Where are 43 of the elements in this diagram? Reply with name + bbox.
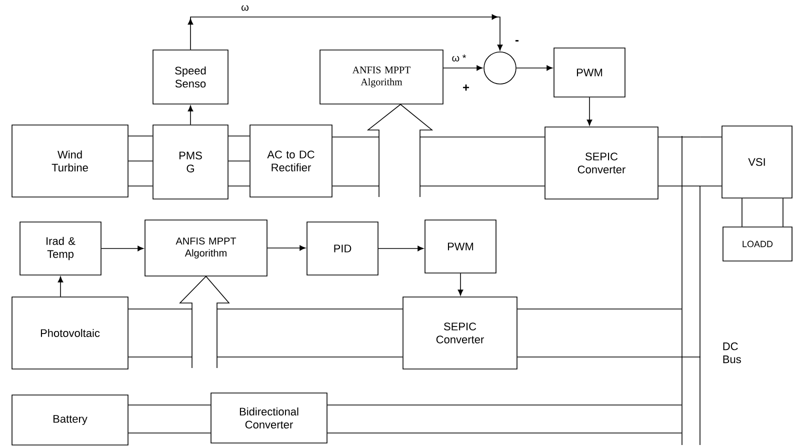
summing-junction — [484, 52, 516, 84]
block-arrow — [366, 104, 434, 198]
sign-label: - — [515, 40, 519, 42]
connection-lines — [128, 136, 154, 186]
block-box: AC to DC Rectifier — [250, 124, 332, 198]
block-box: Wind Turbine — [12, 124, 128, 198]
block-box: SEPIC Converter — [402, 296, 518, 370]
connection-lines — [128, 404, 212, 434]
block-box: Photovoltaic — [12, 296, 128, 370]
arrow — [443, 65, 483, 71]
block-box: PWM — [424, 220, 496, 274]
arrow — [516, 65, 553, 71]
block-box: Battery — [12, 394, 128, 446]
arrow — [101, 246, 144, 252]
edge-label: ω * — [450, 54, 468, 62]
arrow — [58, 276, 64, 297]
block-box: PWM — [554, 48, 626, 98]
block-box: VSI — [722, 126, 792, 198]
edge-label: ω — [240, 4, 250, 12]
arrow — [188, 14, 503, 51]
block-box: PMS G — [152, 124, 228, 200]
block-box: Speed Senso — [152, 50, 228, 104]
sign-label: + — [463, 84, 470, 91]
arrow — [458, 273, 464, 296]
block-box: SEPIC Converter — [544, 126, 658, 200]
connection-lines — [700, 136, 722, 186]
block-arrow — [179, 276, 230, 368]
connection-lines — [228, 136, 250, 186]
arrow — [378, 246, 424, 252]
block-box: Irad & Temp — [20, 222, 102, 276]
connection-lines — [658, 136, 701, 186]
block-box: LOADD — [722, 226, 792, 262]
connection-lines — [327, 404, 682, 434]
connection-lines — [517, 308, 701, 358]
block-box: PID — [306, 222, 378, 276]
connection-lines — [742, 198, 784, 227]
arrow — [188, 105, 194, 125]
arrow — [586, 97, 592, 126]
block-box: ANFIS MPPT Algorithm — [320, 50, 444, 104]
connection-lines — [128, 308, 403, 358]
block-box: Bidirectional Converter — [210, 392, 328, 444]
arrow — [267, 245, 306, 251]
block-box: ANFIS MPPT Algorithm — [144, 220, 268, 276]
